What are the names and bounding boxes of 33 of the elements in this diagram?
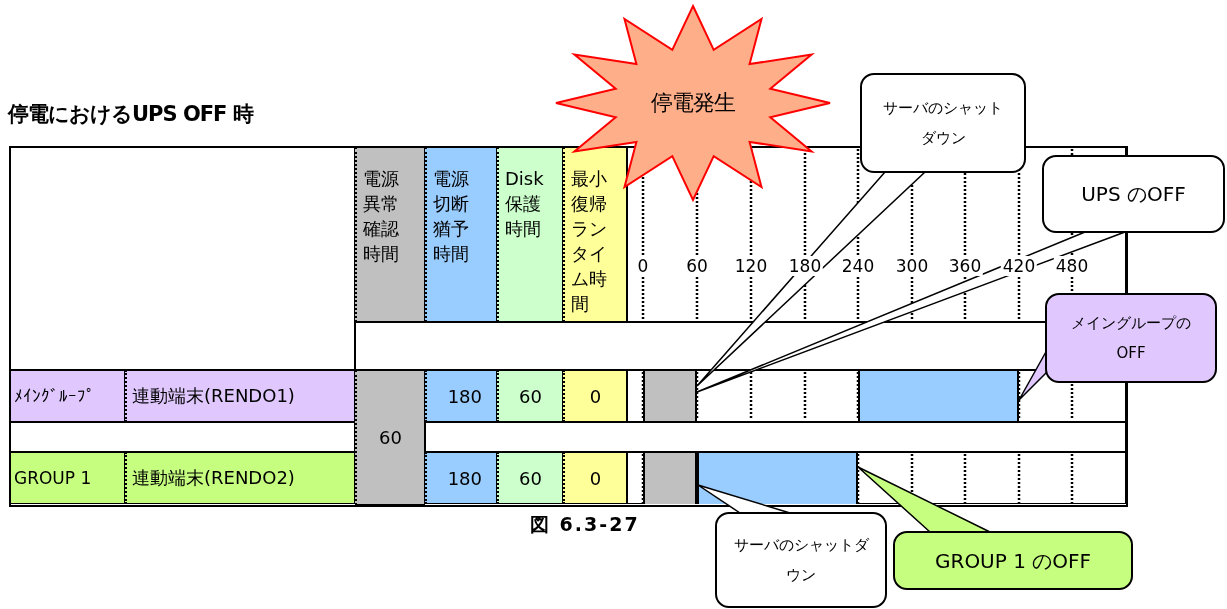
callout-box: UPS のOFF (1042, 155, 1225, 233)
table-cell: 0 (563, 370, 627, 422)
table-cell: 0 (563, 452, 627, 504)
tick-label: 60 (684, 256, 710, 276)
table-cell: 最小復帰ランタイム時間 (563, 147, 627, 322)
figure-caption: 図 6.3-27 (530, 512, 640, 537)
table-cell: 180 (425, 452, 497, 504)
table-cell: Disk保護時間 (497, 147, 563, 322)
table-cell: ﾒｲﾝｸﾞﾙｰﾌﾟ (10, 370, 125, 422)
callout-box: メイングループのOFF (1045, 293, 1217, 383)
table-cell: 60 (355, 370, 425, 505)
table-cell: 60 (497, 370, 563, 422)
table-cell: 連動端末(RENDO2) (125, 452, 355, 504)
callout-box: サーバのシャットダウン (860, 73, 1026, 173)
callout-pointer (857, 466, 991, 533)
table-cell: 電源異常確認時間 (355, 147, 425, 322)
tick-label: 480 (1053, 256, 1091, 276)
table-cell: 60 (497, 452, 563, 504)
callout-pointer (696, 231, 1126, 393)
time-bar (697, 453, 858, 504)
callout-box: GROUP 1 のOFF (893, 531, 1133, 590)
callout-pointer (696, 171, 927, 387)
time-bar (643, 371, 697, 421)
tick-label: 0 (635, 256, 651, 276)
time-bar (643, 453, 697, 504)
table-cell: 連動端末(RENDO1) (125, 370, 355, 422)
time-bar (858, 371, 1019, 421)
table-cell: 180 (425, 370, 497, 422)
heading: 停電におけるUPS OFF 時 (8, 101, 253, 128)
table-cell: GROUP 1 (10, 452, 125, 504)
table-cell: 電源切断猶予時間 (425, 147, 497, 322)
callout-pointer (697, 484, 791, 514)
tick-label: 420 (1000, 256, 1038, 276)
